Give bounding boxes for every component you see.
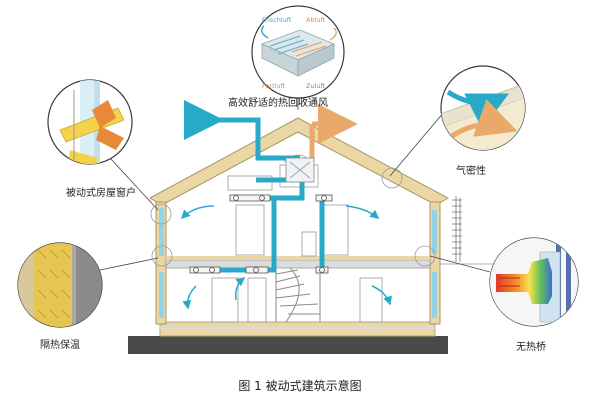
fresh-air-intake-duct: [194, 117, 300, 161]
frischluft-label: Frischluft: [262, 16, 292, 24]
lower-right-window: [432, 272, 437, 318]
hrv-label: 高效舒适的热回收通风: [228, 96, 328, 109]
air-flow-arrows: [180, 205, 392, 310]
supply-duct-lower: [210, 198, 277, 273]
diffuser-vents: [189, 194, 333, 274]
upper-right-window: [432, 210, 437, 254]
fortluft-label: Fortluft: [262, 82, 286, 90]
ventilation-ducts: [184, 100, 358, 273]
callout-windows: [47, 79, 133, 165]
lower-left-window: [159, 272, 164, 318]
callout-airtightness: [440, 65, 526, 151]
airtight-label: 气密性: [456, 164, 486, 177]
callout-labels: 高效舒适的热回收通风 被动式房屋窗户 气密性 隔热保温 无热桥: [40, 96, 546, 353]
focus-rings: [150, 167, 436, 267]
interior-outlines: [211, 154, 383, 323]
callout-no-thermal-bridge: [489, 237, 579, 327]
house-frame: [148, 117, 450, 325]
zuluft-label: Zuluft: [306, 82, 326, 90]
callout-heat-recovery: Frischluft Abluft Fortluft Zuluft: [251, 5, 345, 99]
leader-lines: [99, 98, 491, 273]
upper-left-window: [159, 208, 164, 256]
staircase: [275, 267, 321, 323]
insulation-label: 隔热保温: [40, 338, 80, 351]
abluft-label: Abluft: [306, 16, 326, 24]
no-thermal-bridge-label: 无热桥: [516, 340, 546, 353]
house-base: [128, 321, 448, 354]
figure-caption: 图 1 被动式建筑示意图: [238, 378, 361, 393]
callout-insulation: [17, 242, 103, 328]
windows-label: 被动式房屋窗户: [66, 186, 136, 199]
